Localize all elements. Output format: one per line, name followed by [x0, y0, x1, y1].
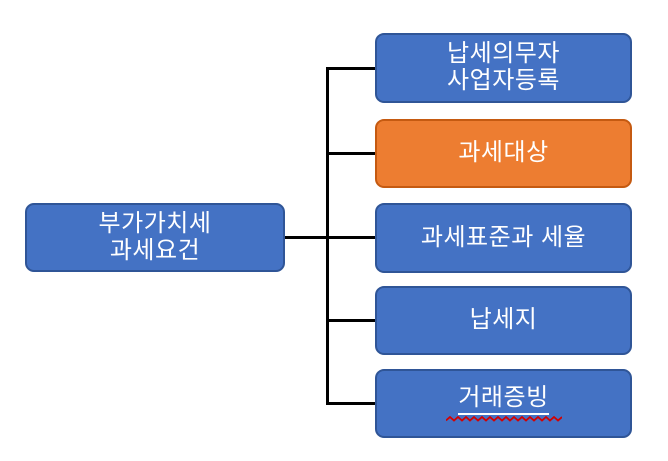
connector-branch-taxpayer: [326, 67, 375, 70]
node-label: 부가가치세 과세요건: [98, 209, 212, 264]
spellcheck-underline: [445, 415, 562, 422]
node-label: 납세지: [469, 306, 538, 334]
node-tax-payment-place[interactable]: 납세지: [375, 286, 632, 355]
node-tax-base-and-rate[interactable]: 과세표준과 세율: [375, 203, 632, 273]
spellcheck-underline-path: [445, 415, 562, 422]
connector-trunk: [326, 67, 329, 405]
node-label: 납세의무자 사업자등록: [447, 40, 560, 94]
node-taxpayer-registration[interactable]: 납세의무자 사업자등록: [375, 33, 632, 103]
connector-branch-tax-place: [326, 319, 375, 322]
node-transaction-evidence[interactable]: 거래증빙: [375, 369, 632, 438]
node-label: 과세대상: [458, 139, 549, 167]
node-label: 거래증빙: [458, 384, 549, 415]
connector-branch-taxable-object: [326, 152, 375, 155]
connector-branch-evidence: [326, 402, 375, 405]
node-label: 과세표준과 세율: [420, 223, 587, 251]
node-vat-requirements[interactable]: 부가가치세 과세요건: [25, 203, 285, 272]
connector-root-to-trunk: [285, 236, 375, 239]
node-taxable-object[interactable]: 과세대상: [375, 119, 632, 188]
